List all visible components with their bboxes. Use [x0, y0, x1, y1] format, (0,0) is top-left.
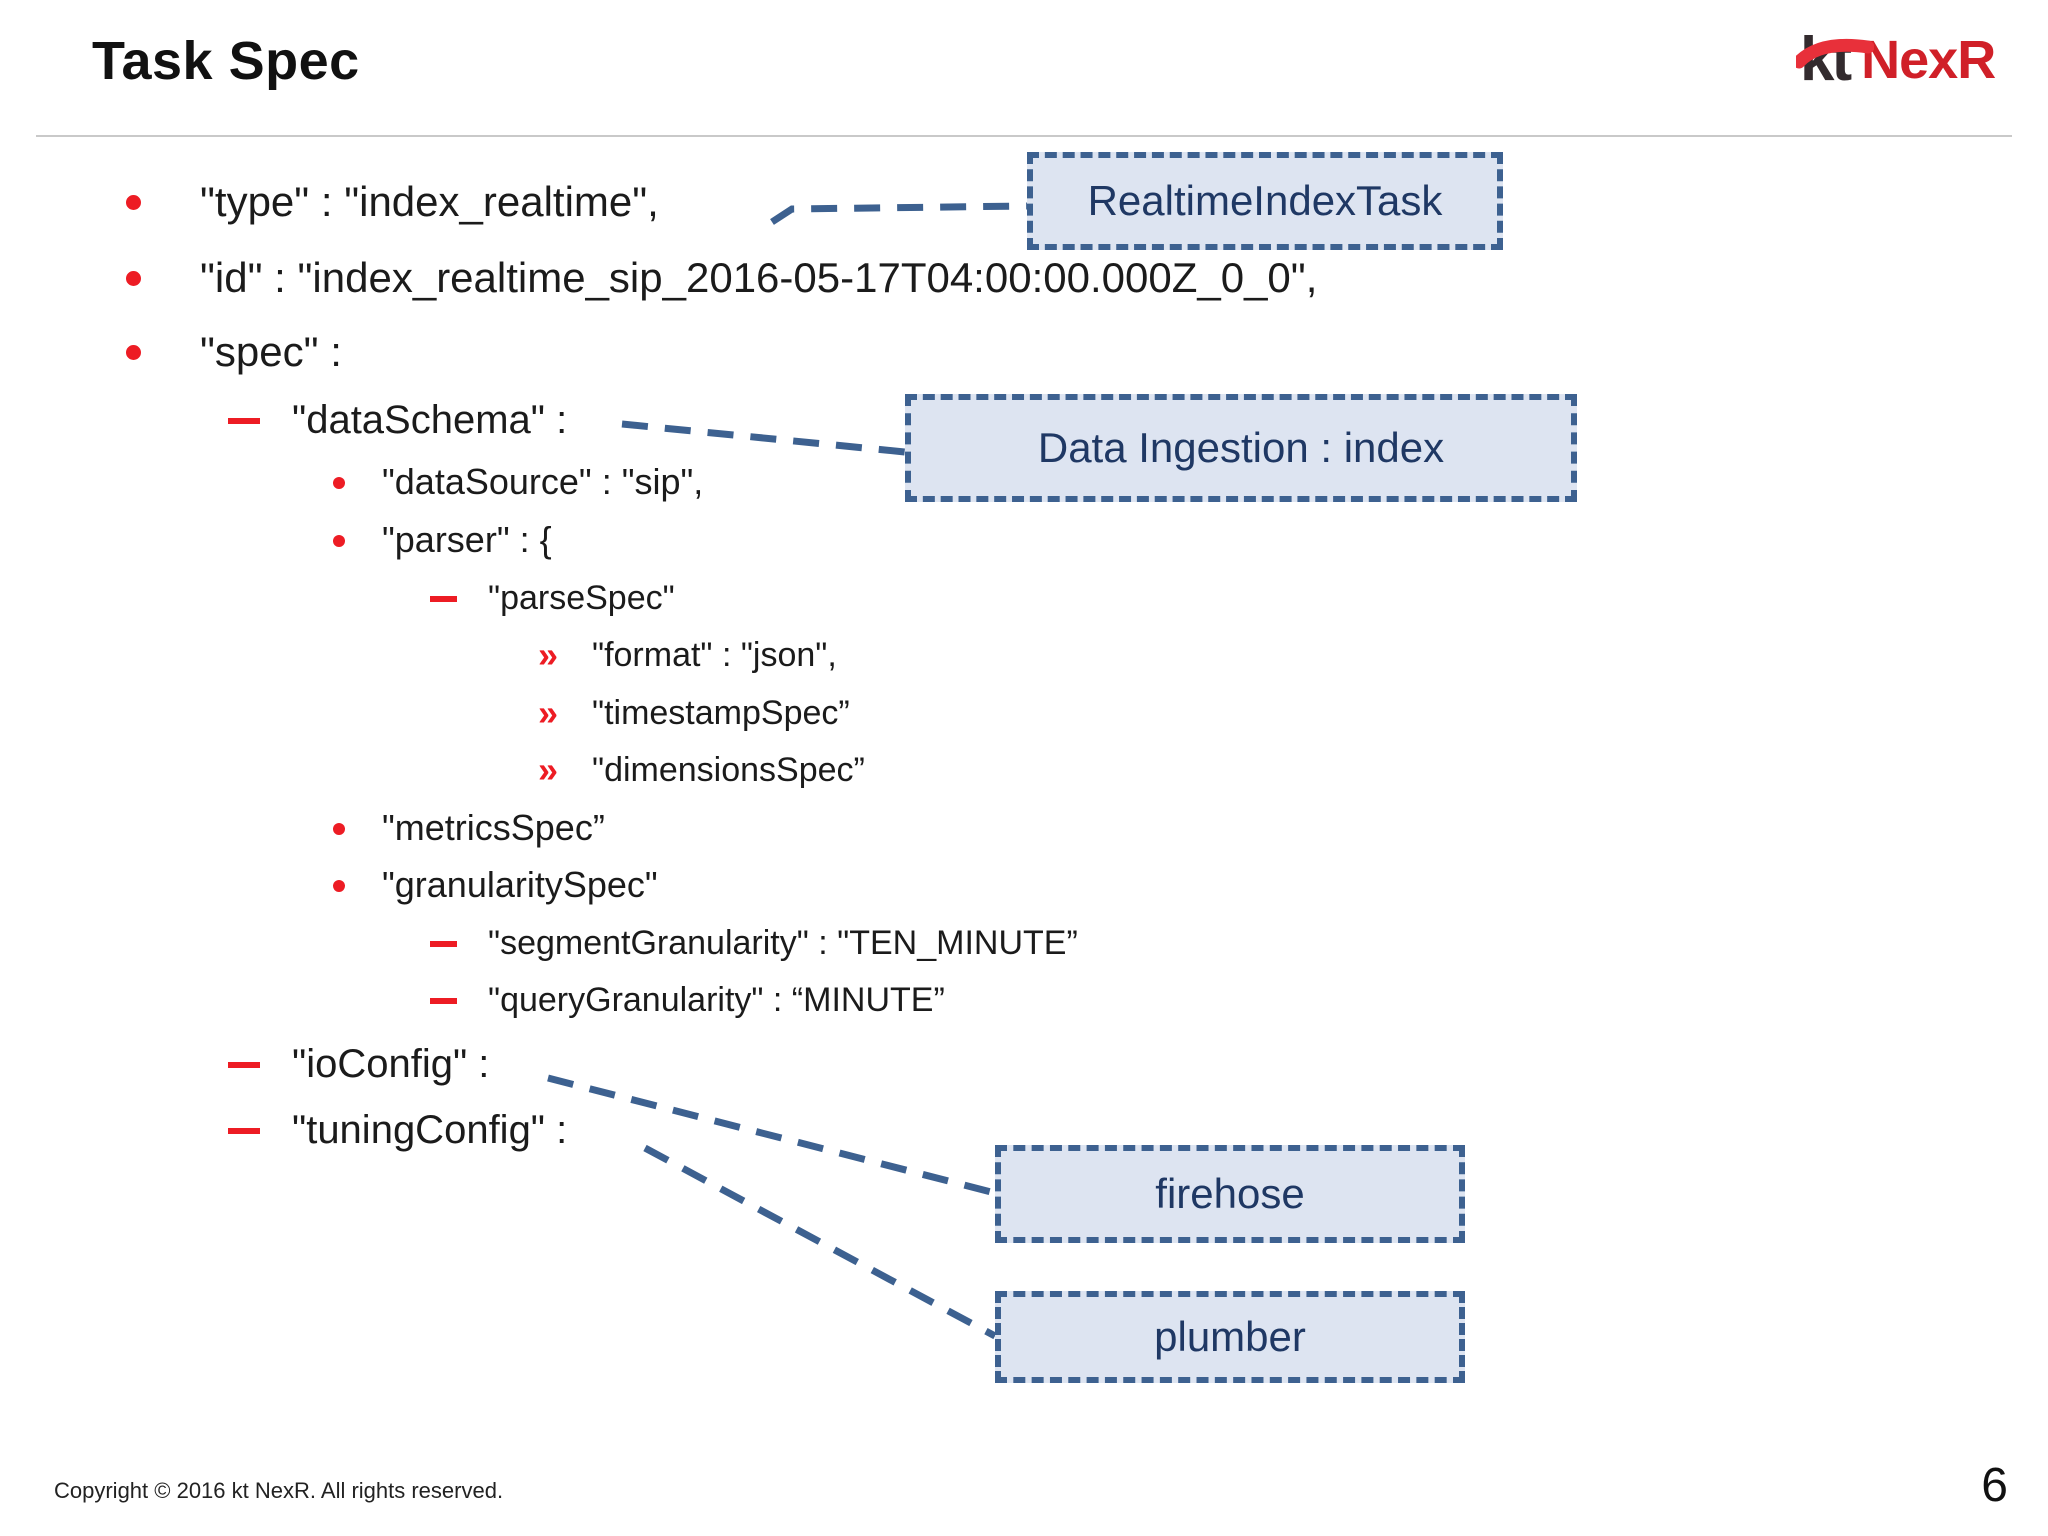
copyright-text: Copyright © 2016 kt NexR. All rights res… [54, 1478, 504, 1503]
bullet-dot-icon [126, 345, 141, 360]
connector-ioconfig-to-firehose [547, 1074, 996, 1197]
bullet-dash-icon [430, 998, 457, 1004]
header-divider [36, 135, 2012, 137]
spec-line-type: "type" : "index_realtime", [0, 178, 2048, 226]
bullet-dot-icon [333, 880, 345, 892]
spec-line-datasource: "dataSource" : "sip", [0, 458, 2048, 506]
spec-line-segmentgranularity: "segmentGranularity" : "TEN_MINUTE” [0, 919, 2048, 967]
spec-line-querygranularity: "queryGranularity" : “MINUTE” [0, 976, 2048, 1024]
connector-tuningconfig-to-plumber [643, 1144, 997, 1340]
bullet-dash-icon [430, 941, 457, 947]
callout-label: RealtimeIndexTask [1087, 177, 1443, 224]
bullet-dash-icon [430, 596, 457, 602]
spec-line-parser: "parser" : { [0, 516, 2048, 564]
bullet-dash-icon [228, 418, 260, 424]
bullet-dash-icon [228, 1128, 260, 1134]
spec-line-timestampspec: » "timestampSpec” [0, 689, 2048, 737]
spec-line-dimensionsspec: » "dimensionsSpec” [0, 746, 2048, 794]
bullet-chevron-icon: » [538, 749, 559, 790]
callout-data-ingestion-index: Data Ingestion : index [905, 394, 1577, 502]
spec-line-parsespec: "parseSpec" [0, 574, 2048, 622]
page-title: Task Spec [92, 31, 360, 91]
connector-type-to-realtime [770, 202, 1028, 225]
bullet-dot-icon [333, 823, 345, 835]
bullet-dot-icon [126, 195, 141, 210]
callout-firehose: firehose [995, 1145, 1465, 1243]
bullet-dash-icon [228, 1062, 260, 1068]
spec-line-metricsspec: "metricsSpec” [0, 804, 2048, 852]
spec-line-format: » "format" : "json", [0, 631, 2048, 679]
callout-realtime-index-task: RealtimeIndexTask [1027, 152, 1503, 250]
bullet-chevron-icon: » [538, 692, 559, 733]
spec-line-spec: "spec" : [0, 328, 2048, 376]
spec-line-granularityspec: "granularitySpec" [0, 861, 2048, 909]
bullet-chevron-icon: » [538, 634, 559, 675]
bullet-dot-icon [333, 477, 345, 489]
logo-nexr-text: NexR [1861, 30, 1996, 90]
bullet-dot-icon [333, 535, 345, 547]
connector-dataschema-to-ingestion [621, 420, 906, 456]
spec-line-id: "id" : "index_realtime_sip_2016-05-17T04… [0, 254, 2048, 302]
callout-label: firehose [1155, 1170, 1305, 1217]
callout-label: Data Ingestion : index [1037, 424, 1445, 471]
page-number: 6 [1981, 1459, 2008, 1512]
spec-line-dataschema: "dataSchema" : [0, 396, 2048, 444]
spec-line-ioconfig: "ioConfig" : [0, 1040, 2048, 1088]
bullet-dot-icon [126, 271, 141, 286]
spec-line-tuningconfig: "tuningConfig" : [0, 1106, 2048, 1154]
callout-label: plumber [1154, 1313, 1306, 1360]
callout-plumber: plumber [995, 1291, 1465, 1383]
